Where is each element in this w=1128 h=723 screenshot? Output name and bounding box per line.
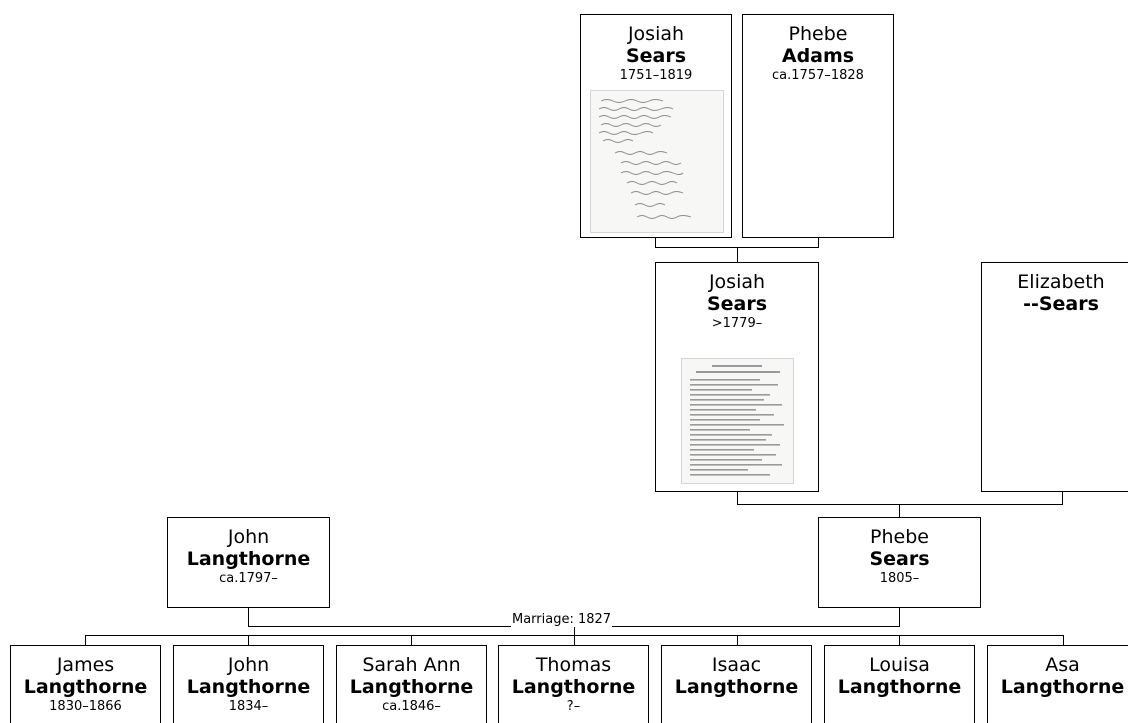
life-dates: ?– — [566, 699, 581, 714]
handwritten-document-icon — [598, 99, 692, 219]
given-name: Asa — [1045, 654, 1080, 676]
given-name: Phebe — [788, 23, 848, 45]
person-phebe-adams[interactable]: Phebe Adams ca.1757–1828 — [742, 14, 894, 238]
connector-line — [248, 635, 249, 645]
person-elizabeth-sears[interactable]: Elizabeth --Sears — [981, 262, 1128, 492]
connector-line — [411, 635, 412, 645]
given-name: Phebe — [870, 526, 929, 548]
person-phebe-sears[interactable]: Phebe Sears 1805– — [818, 517, 981, 608]
life-dates: 1834– — [228, 699, 269, 714]
connector-line — [248, 607, 249, 627]
person-child-isaac[interactable]: Isaac Langthorne — [661, 645, 812, 723]
printed-list-document-icon — [690, 365, 784, 476]
life-dates: >1779– — [711, 316, 763, 331]
connector-line — [1062, 491, 1063, 505]
surname: Langthorne — [186, 676, 311, 698]
surname: Langthorne — [674, 676, 799, 698]
marriage-label: Marriage: 1827 — [511, 612, 613, 627]
person-child-louisa[interactable]: Louisa Langthorne — [824, 645, 975, 723]
given-name: John — [227, 654, 270, 676]
life-dates: ca.1846– — [382, 699, 441, 714]
person-child-thomas[interactable]: Thomas Langthorne ?– — [498, 645, 649, 723]
surname: Sears — [706, 293, 768, 315]
given-name: Josiah — [627, 23, 685, 45]
connector-line — [1063, 635, 1064, 645]
life-dates: ca.1797– — [219, 571, 278, 586]
life-dates: 1751–1819 — [619, 68, 693, 83]
given-name: Isaac — [711, 654, 762, 676]
given-name: John — [227, 526, 270, 548]
surname: Langthorne — [837, 676, 962, 698]
surname: Langthorne — [23, 676, 148, 698]
connector-line — [737, 504, 1063, 505]
person-john-langthorne-sr[interactable]: John Langthorne ca.1797– — [167, 517, 330, 608]
person-child-john[interactable]: John Langthorne 1834– — [173, 645, 324, 723]
surname: Adams — [781, 45, 855, 67]
connector-line — [737, 247, 738, 263]
connector-line — [574, 626, 575, 636]
connector-line — [85, 635, 86, 645]
surname: Sears — [625, 45, 687, 67]
person-child-asa[interactable]: Asa Langthorne — [987, 645, 1128, 723]
surname: Langthorne — [1000, 676, 1125, 698]
person-josiah-sears-sr[interactable]: Josiah Sears 1751–1819 — [580, 14, 732, 238]
person-child-james[interactable]: James Langthorne 1830–1866 — [10, 645, 161, 723]
surname: Sears — [869, 548, 930, 570]
connector-line — [899, 635, 900, 645]
printed-document-thumbnail[interactable] — [681, 358, 794, 484]
connector-line — [899, 504, 900, 517]
life-dates: 1830–1866 — [49, 699, 122, 714]
given-name: James — [56, 654, 115, 676]
given-name: Louisa — [869, 654, 930, 676]
surname: Langthorne — [511, 676, 636, 698]
connector-line — [737, 635, 738, 645]
connector-line — [574, 635, 575, 645]
given-name: Sarah Ann — [362, 654, 461, 676]
surname: Langthorne — [186, 548, 311, 570]
person-child-sarah-ann[interactable]: Sarah Ann Langthorne ca.1846– — [336, 645, 487, 723]
given-name: Thomas — [535, 654, 612, 676]
surname: --Sears — [1023, 293, 1099, 315]
given-name: Elizabeth — [1017, 271, 1105, 293]
connector-line — [818, 237, 819, 248]
surname: Langthorne — [349, 676, 474, 698]
person-josiah-sears-jr[interactable]: Josiah Sears >1779– — [655, 262, 819, 492]
connector-line — [737, 491, 738, 505]
handwritten-document-thumbnail[interactable] — [590, 90, 724, 233]
connector-line — [655, 237, 656, 248]
given-name: Josiah — [708, 271, 766, 293]
connector-line — [899, 607, 900, 627]
life-dates: ca.1757–1828 — [772, 68, 864, 83]
life-dates: 1805– — [879, 571, 920, 586]
